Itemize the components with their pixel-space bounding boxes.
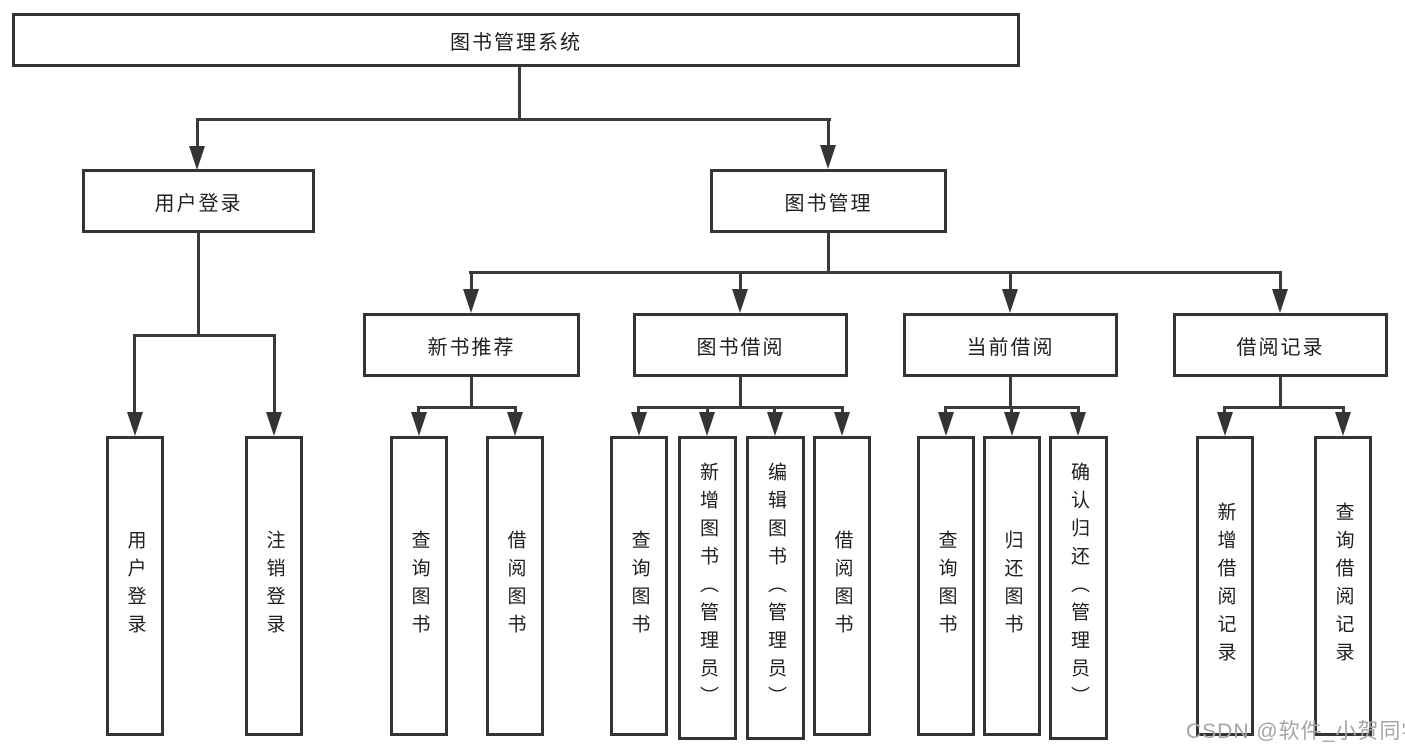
connector-arrow-leaf [1077,406,1080,414]
connector-branch-new-book [417,406,517,409]
leaf-label: 编辑图书（管理员） [765,462,786,714]
arrowhead-leaf [507,412,523,436]
connector-arrow-book-borrow [739,271,742,291]
arrowhead-user-login [189,146,205,170]
connector-arrow-leaf [944,406,947,414]
node-borrow-records: 借阅记录 [1173,313,1388,377]
arrowhead-leaf [834,412,850,436]
connector-borrow-records-stem [1279,376,1282,409]
leaf-logout: 注销登录 [245,436,303,736]
leaf-label: 新增图书（管理员） [697,462,718,714]
connector-arrow-leaf-user-login [133,334,136,414]
leaf-add-borrow-record: 新增借阅记录 [1196,436,1254,736]
arrowhead-book-mgmt [820,145,836,169]
arrowhead-leaf [1335,412,1351,436]
arrowhead-leaf [1217,412,1233,436]
node-book-borrow: 图书借阅 [633,313,848,377]
arrowhead-new-book [463,289,479,313]
leaf-confirm-return-admin: 确认归还（管理员） [1049,436,1108,740]
connector-arrow-leaf-logout [273,334,276,414]
connector-arrow-leaf [773,406,776,414]
arrowhead-leaf [938,412,954,436]
node-book-management: 图书管理 [710,169,947,233]
leaf-borrow-book-recommend: 借阅图书 [486,436,544,736]
node-new-book-recommend: 新书推荐 [363,313,580,377]
connector-user-login-stem [197,232,200,337]
arrowhead-current-borrow [1002,289,1018,313]
leaf-user-login: 用户登录 [106,436,164,736]
arrowhead-leaf [631,412,647,436]
arrowhead-leaf [699,412,715,436]
leaf-label: 查询图书 [935,530,957,642]
leaf-query-book-current: 查询图书 [917,436,975,736]
connector-arrow-borrow-records [1279,271,1282,291]
connector-arrow-leaf [706,406,709,414]
connector-new-book-stem [470,376,473,409]
leaf-label: 查询借阅记录 [1332,502,1354,670]
connector-root-stem [518,66,521,120]
connector-book-mgmt-stem [827,232,830,274]
node-root: 图书管理系统 [12,13,1020,67]
connector-branch-level2 [469,271,1282,274]
connector-arrow-leaf [637,406,640,414]
connector-arrow-leaf [841,406,844,414]
connector-arrow-leaf [417,406,420,414]
connector-arrow-leaf [514,406,517,414]
arrowhead-leaf [1004,412,1020,436]
leaf-label: 归还图书 [1001,530,1023,642]
connector-arrow-leaf [1342,406,1345,414]
leaf-label: 新增借阅记录 [1214,502,1236,670]
leaf-edit-book-admin: 编辑图书（管理员） [746,436,805,740]
connector-book-borrow-stem [739,376,742,409]
arrowhead-leaf [1070,412,1086,436]
leaf-return-book: 归还图书 [983,436,1041,736]
node-user-login: 用户登录 [82,169,315,233]
leaf-label: 确认归还（管理员） [1068,462,1089,714]
connector-branch-borrow-records [1223,406,1345,409]
arrowhead-book-borrow [732,289,748,313]
leaf-label: 注销登录 [263,530,285,642]
connector-arrow-user-login [196,118,199,148]
leaf-add-book-admin: 新增图书（管理员） [678,436,737,740]
connector-arrow-current-borrow [1009,271,1012,291]
connector-arrow-leaf [1010,406,1013,414]
arrowhead-leaf-user-login [127,412,143,436]
arrowhead-borrow-records [1272,289,1288,313]
connector-arrow-book-mgmt [827,118,830,148]
connector-branch-book-borrow [637,406,844,409]
leaf-label: 借阅图书 [831,530,853,642]
connector-branch-user-login [133,334,276,337]
connector-branch-level1 [196,118,831,121]
arrowhead-leaf-logout [266,412,282,436]
connector-arrow-leaf [1223,406,1226,414]
leaf-query-book-borrow: 查询图书 [610,436,668,736]
connector-arrow-new-book [470,271,473,291]
connector-current-borrow-stem [1009,376,1012,409]
leaf-borrow-book: 借阅图书 [813,436,871,736]
leaf-label: 借阅图书 [504,530,526,642]
arrowhead-leaf [767,412,783,436]
node-current-borrow: 当前借阅 [903,313,1118,377]
leaf-label: 用户登录 [124,530,146,642]
arrowhead-leaf [411,412,427,436]
leaf-label: 查询图书 [628,530,650,642]
leaf-query-book-recommend: 查询图书 [390,436,448,736]
csdn-watermark: CSDN @软件_小贺同学 [1186,720,1405,743]
leaf-label: 查询图书 [408,530,430,642]
leaf-query-borrow-record: 查询借阅记录 [1314,436,1372,736]
